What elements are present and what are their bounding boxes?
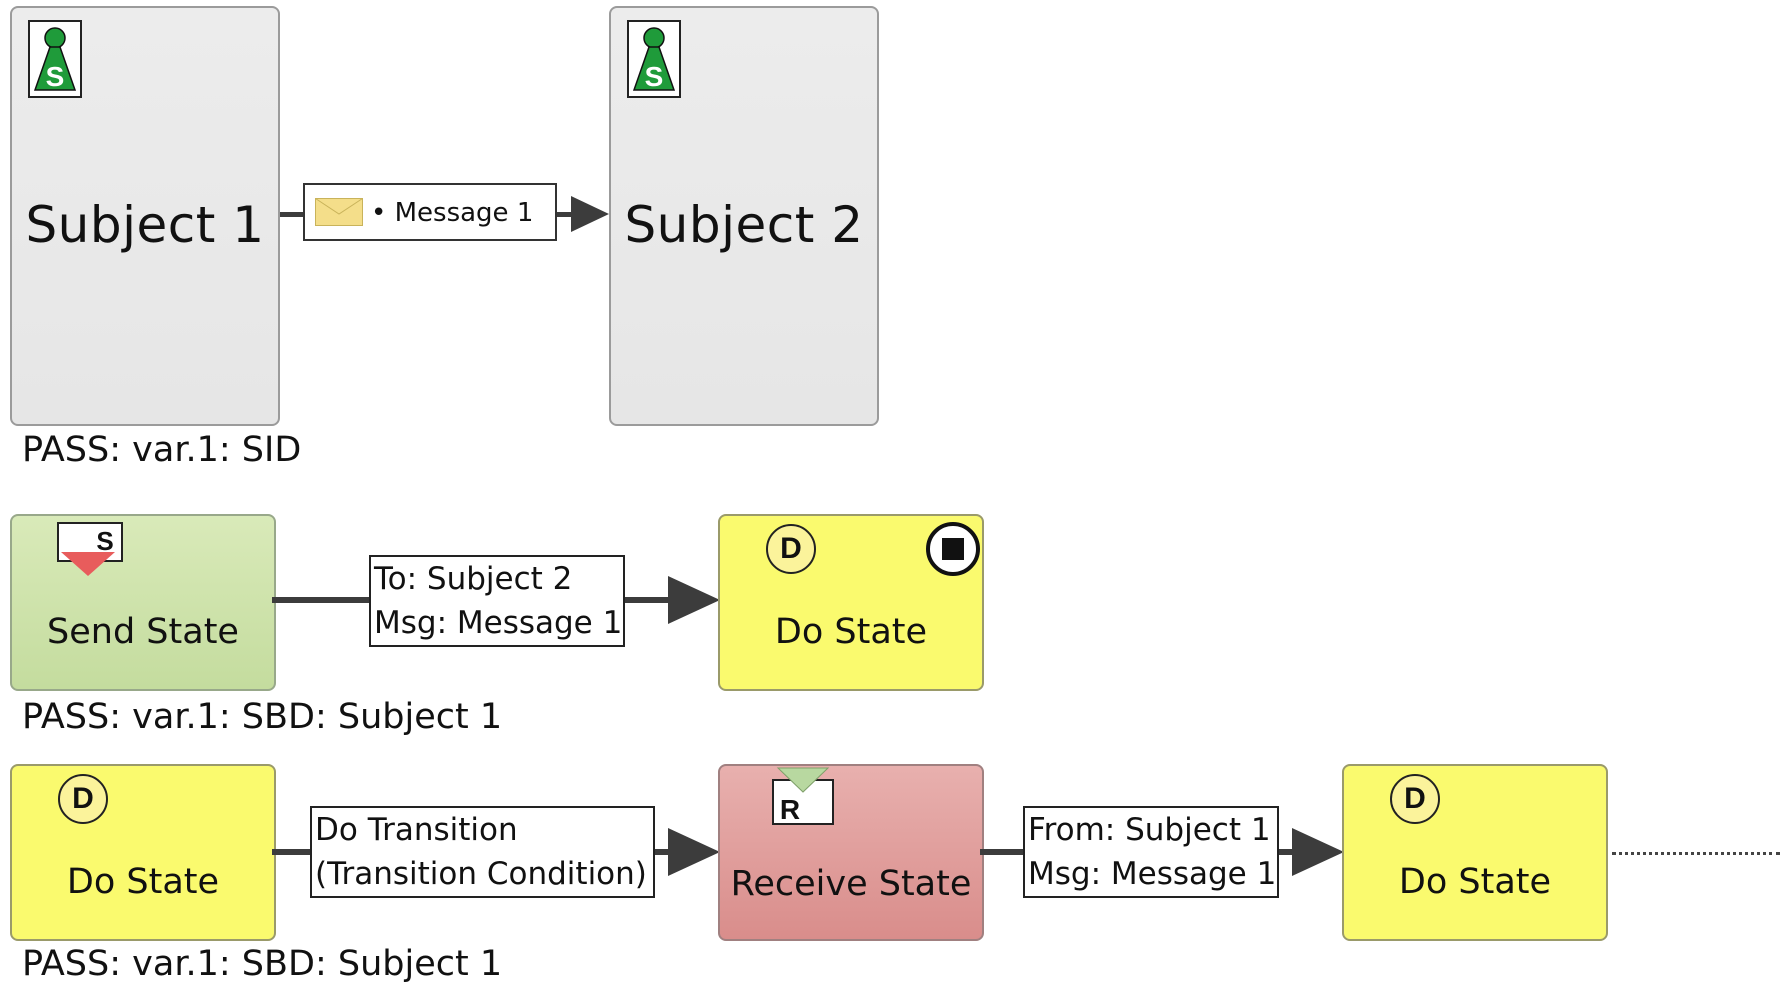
receive-icon: R [772,767,834,825]
message-edge-line[interactable] [280,212,306,217]
svg-text:R: R [780,794,800,825]
receive-transition-msg: Msg: Message 1 [1028,856,1277,892]
subject-pawn-icon: S [627,20,681,98]
send-transition-to: To: Subject 2 [374,561,573,597]
envelope-icon [315,198,363,226]
send-transition-label[interactable]: To: Subject 2 Msg: Message 1 [369,555,625,647]
do-state-b-box[interactable]: D Do State [1342,764,1608,941]
subject-2-title: Subject 2 [624,196,864,254]
do-transition-condition: (Transition Condition) [315,856,647,892]
continuation-dots [1612,852,1780,855]
row3-caption: PASS: var.1: SBD: Subject 1 [22,944,503,984]
subject-1-title: Subject 1 [25,196,265,254]
do-state-a-title: Do State [66,862,220,902]
send-transition-line[interactable] [272,597,372,603]
message-label-text: • Message 1 [371,198,534,228]
send-icon: S [57,522,123,576]
receive-transition-from: From: Subject 1 [1028,812,1271,848]
do-state-icon: D [1390,774,1440,824]
do-state-end-box[interactable]: D Do State [718,514,984,691]
svg-text:S: S [645,61,664,92]
send-transition-arrowhead [668,576,720,624]
svg-text:S: S [46,61,65,92]
receive-transition-line[interactable] [980,849,1025,855]
send-state-title: Send State [47,612,239,652]
do-state-a-box[interactable]: D Do State [10,764,276,941]
end-state-icon [926,522,980,576]
subject-2-box[interactable]: S Subject 2 [609,6,879,426]
do-transition-arrowhead [668,828,720,876]
message-edge-line[interactable] [557,212,571,217]
receive-transition-line[interactable] [1279,849,1295,855]
send-state-box[interactable]: S Send State [10,514,276,691]
svg-text:S: S [96,526,113,556]
send-transition-msg: Msg: Message 1 [374,605,623,641]
do-transition-label[interactable]: Do Transition (Transition Condition) [310,806,655,898]
receive-transition-arrowhead [1292,828,1344,876]
row1-caption: PASS: var.1: SID [22,430,302,470]
row2-caption: PASS: var.1: SBD: Subject 1 [22,697,503,737]
message-label-box[interactable]: • Message 1 [303,183,557,241]
message-arrowhead [571,196,609,232]
receive-state-title: Receive State [730,864,972,904]
do-state-end-title: Do State [774,612,928,652]
do-transition-line[interactable] [655,849,671,855]
do-state-icon: D [766,524,816,574]
receive-transition-label[interactable]: From: Subject 1 Msg: Message 1 [1023,806,1279,898]
subject-1-box[interactable]: S Subject 1 [10,6,280,426]
subject-pawn-icon: S [28,20,82,98]
do-state-b-title: Do State [1398,862,1552,902]
send-transition-line[interactable] [625,597,671,603]
do-transition-line[interactable] [272,849,312,855]
do-state-icon: D [58,774,108,824]
receive-state-box[interactable]: R Receive State [718,764,984,941]
do-transition-name: Do Transition [315,812,518,848]
